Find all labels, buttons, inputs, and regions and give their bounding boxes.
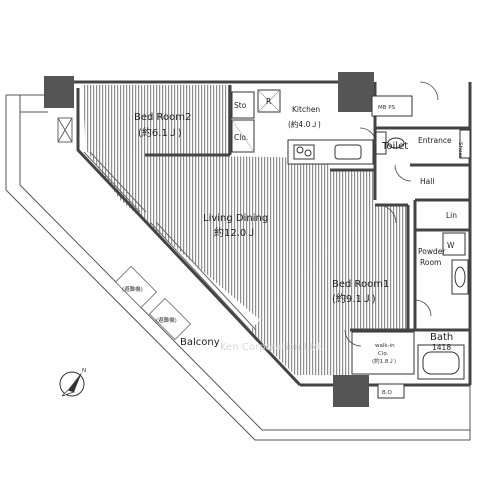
balcony-name: Balcony — [180, 337, 220, 348]
entrance-name: Entrance — [418, 136, 452, 145]
evac-label-1: (避難機) — [122, 285, 143, 293]
living-dining-size: 約12.0Ｊ — [214, 226, 256, 239]
pillars — [44, 72, 374, 407]
bo-label: B.O — [382, 390, 393, 396]
kitchen-counter — [287, 139, 374, 165]
powder-sink — [451, 259, 469, 295]
walkin-size: (約1.8Ｊ) — [372, 357, 396, 365]
floor-hatch — [82, 85, 408, 375]
bedroom2-size: (約6.1Ｊ) — [138, 126, 182, 139]
kitchen-name: Kitchen — [292, 105, 320, 114]
refrigerator: R — [257, 89, 281, 113]
kitchen-size: (約4.0Ｊ) — [288, 119, 321, 129]
washer: W — [442, 232, 466, 256]
walkin-name2: Clo. — [378, 351, 389, 357]
closet-label: Clo. — [234, 133, 248, 142]
bath-size: 1418 — [432, 343, 451, 352]
bedroom2-name: Bed Room2 — [134, 112, 191, 123]
bedroom1-name: Bed Room1 — [332, 279, 389, 290]
powder-room-name2: Room — [420, 258, 441, 267]
mbps-box: MB PS — [371, 95, 413, 117]
doors — [344, 81, 439, 347]
evac-hatches — [114, 265, 192, 341]
bedroom2-closets — [231, 91, 255, 153]
bath-name: Bath — [430, 332, 453, 343]
bedroom1-size: (約9.1Ｊ) — [332, 292, 376, 305]
shoes-label: Shoes — [457, 142, 463, 159]
refrigerator-label: R — [266, 97, 271, 106]
living-dining-name: Living Dining — [203, 213, 268, 224]
bathtub — [417, 344, 465, 380]
linen-name: Lin — [446, 211, 457, 220]
windows — [57, 117, 257, 331]
hall-name: Hall — [420, 177, 434, 186]
bo-box: B.O — [377, 383, 405, 399]
toilet-name: Toilet — [381, 141, 408, 152]
washer-label: W — [447, 241, 455, 250]
walkin-closet-box — [351, 331, 415, 375]
mbps-label: MB PS — [378, 105, 396, 111]
walkin-name: walk-in — [375, 343, 395, 349]
powder-room-name: Powder — [418, 247, 446, 256]
storage-label: Sto — [234, 101, 247, 110]
svg-text:N: N — [82, 368, 86, 374]
watermark: Ken Corporation Ltd. — [220, 342, 323, 353]
evac-label-2: (避難機) — [156, 316, 177, 324]
compass-icon: N — [59, 368, 86, 397]
shoes-closet: Shoes — [457, 129, 471, 159]
